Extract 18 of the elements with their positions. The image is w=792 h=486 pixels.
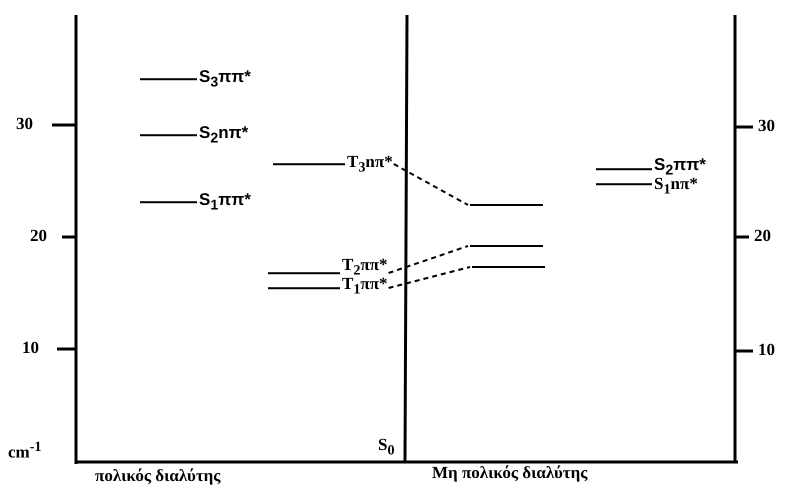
axis-tick-label: 30	[16, 115, 33, 132]
dashed-connector	[388, 266, 470, 289]
axis-unit-label: cm$^{-1}$	[8, 440, 42, 461]
solvent-label: πολικός διαλύτης	[95, 467, 220, 484]
energy-level-line	[470, 245, 543, 247]
state-label: S$_{0}$	[378, 436, 395, 458]
energy-level-line	[472, 266, 545, 268]
axis-tick-label: 10	[22, 339, 39, 356]
axis-tick-label: 20	[30, 227, 47, 244]
energy-level-line	[470, 204, 543, 206]
solvent-label: Μη πολικός διαλύτης	[432, 464, 588, 481]
state-label: S$_{3}$ππ*	[199, 68, 251, 90]
axis-tick-label: 10	[758, 341, 775, 358]
state-label: T$_{3}$nπ*	[347, 153, 393, 175]
axis-tick-label: 30	[758, 117, 775, 134]
axis-tick-label: 20	[754, 227, 771, 244]
dashed-connector	[393, 163, 468, 206]
dashed-connector	[388, 245, 468, 274]
